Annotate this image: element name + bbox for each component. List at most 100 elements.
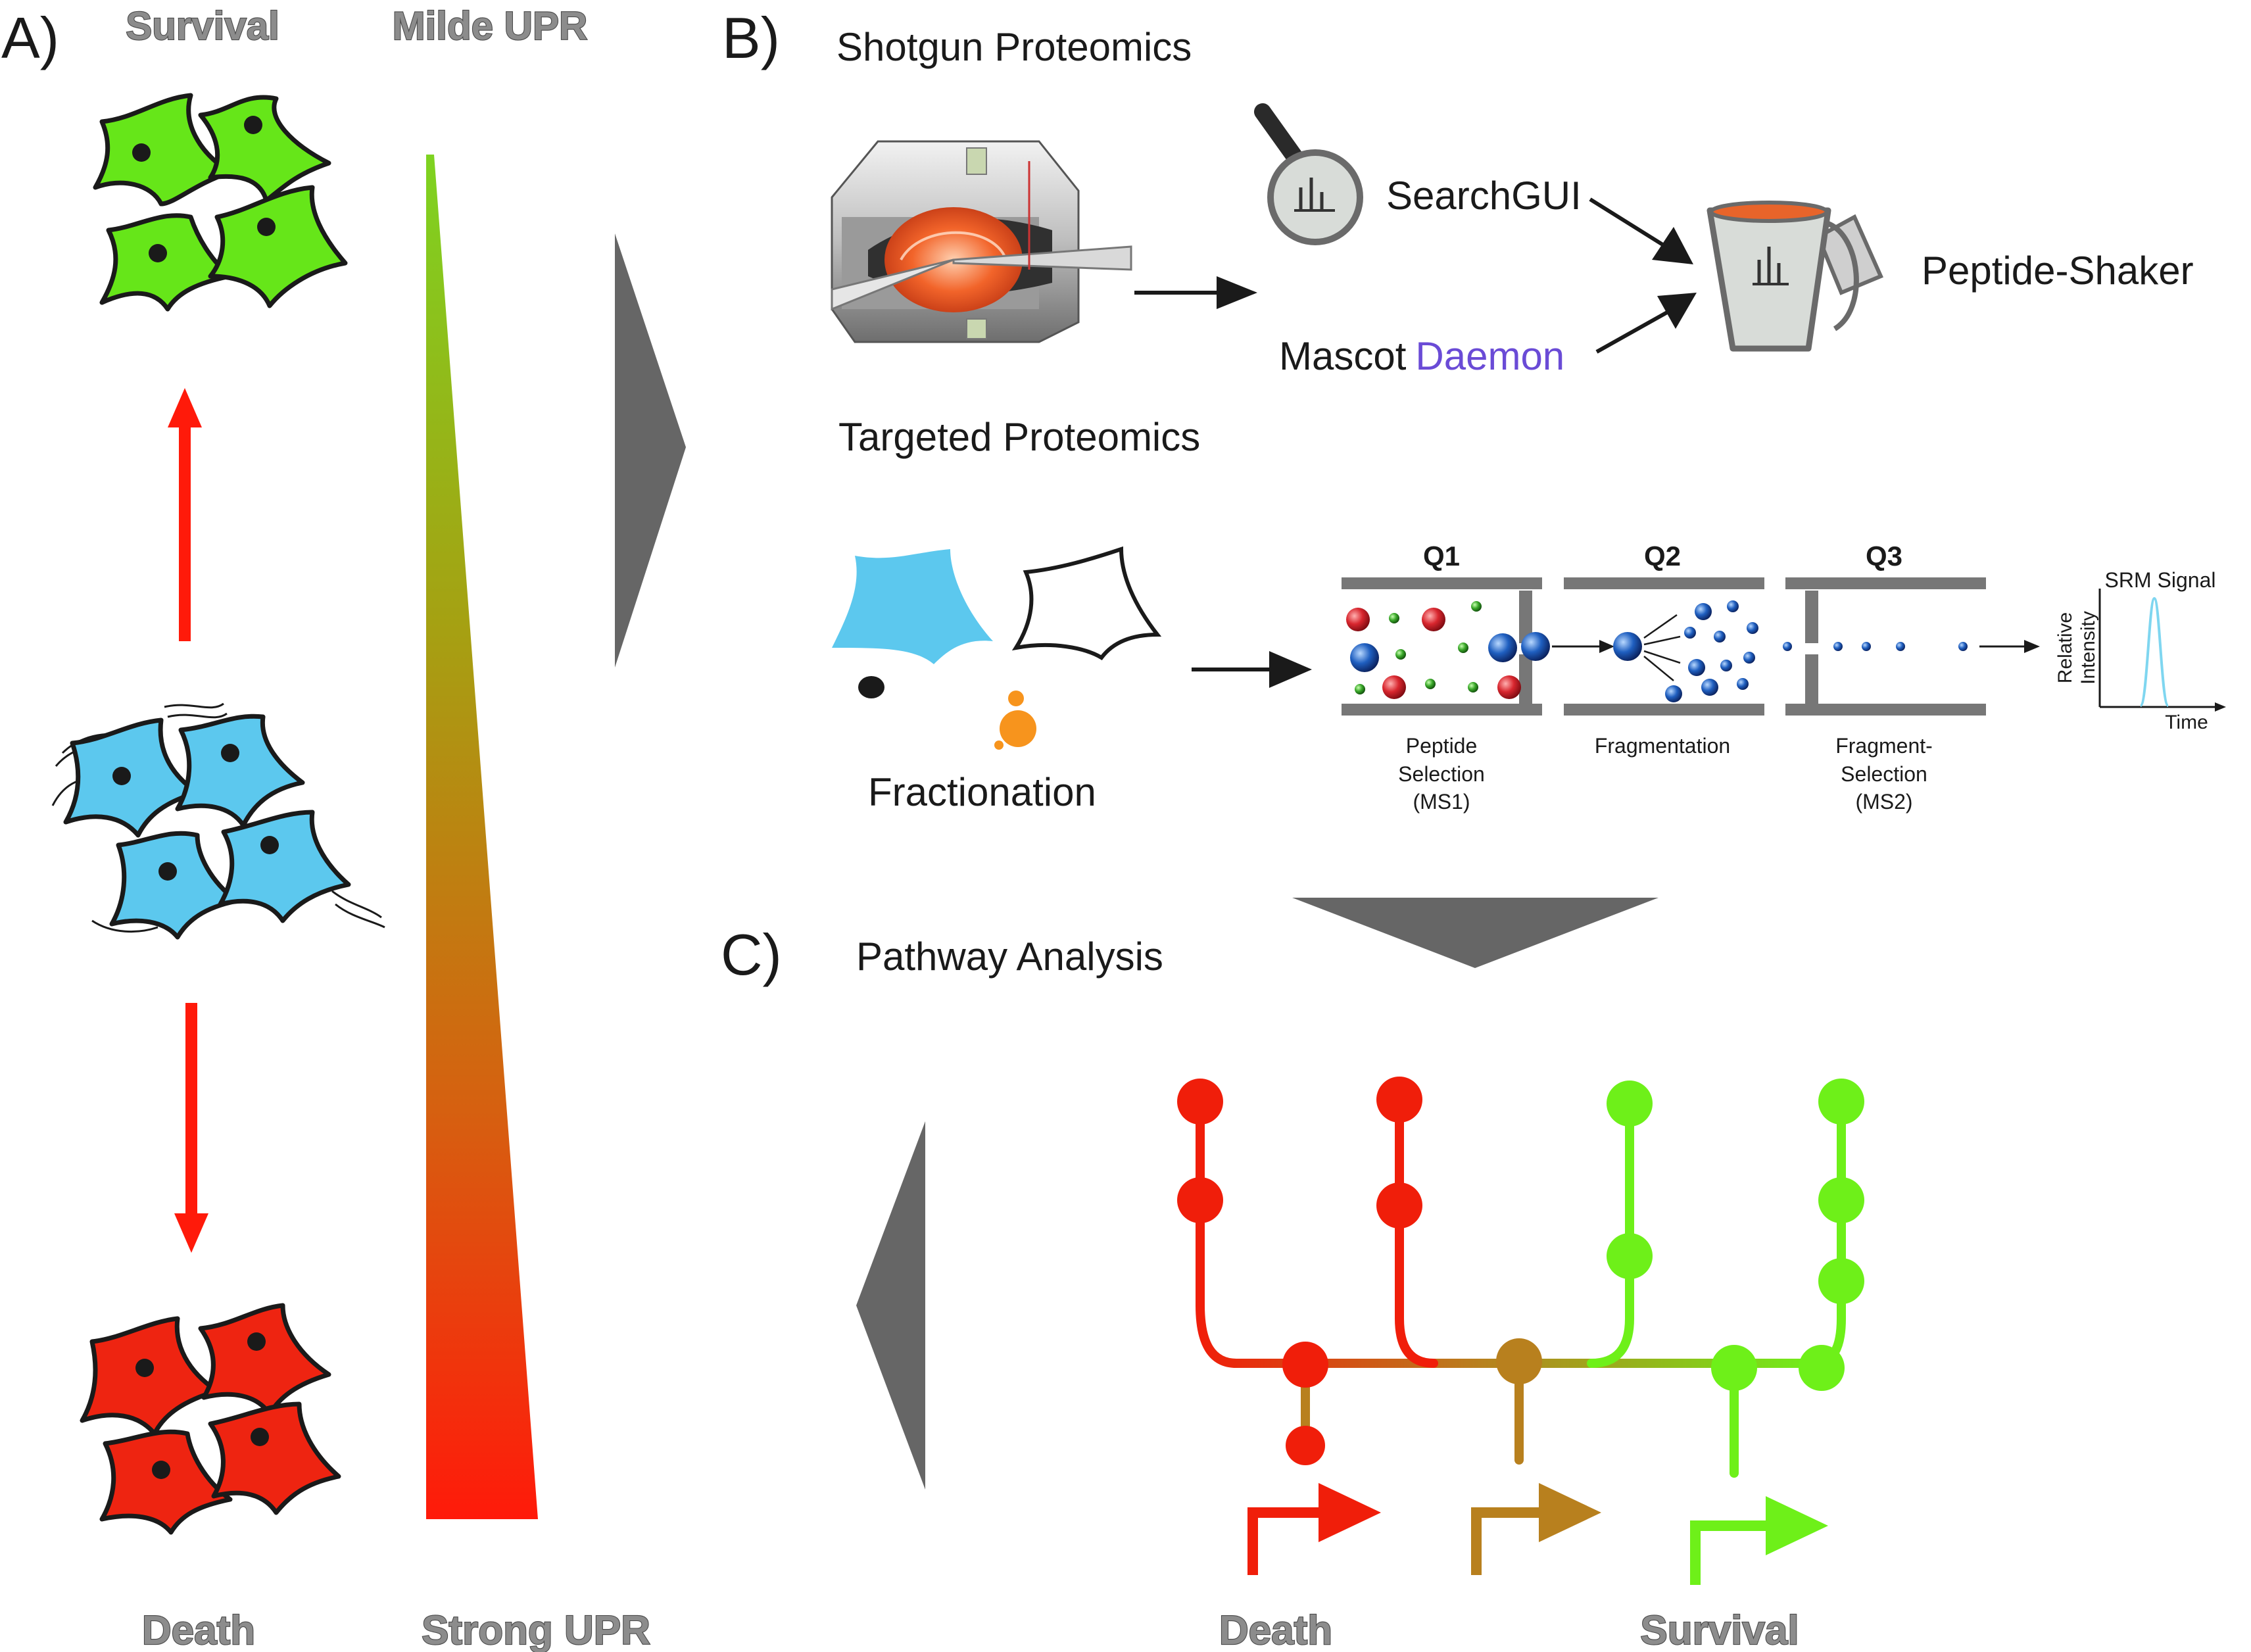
fraction-to-quad-arrow-head [1269,651,1312,688]
panel-b-label: B) [722,5,780,70]
ms-to-search-arrow-head [1217,276,1257,309]
triple-quadrupole: Q1 Peptide Selection (M [1342,541,2040,814]
peptide-shaker-icon [1706,201,1883,352]
strong-upr-label: Strong UPR [422,1608,650,1652]
death-cell [99,1429,233,1535]
gene-arrow-mid [1471,1483,1601,1575]
searchgui-label: SearchGUI [1386,174,1582,218]
peptide-shaker-label: Peptide-Shaker [1922,249,2194,293]
nucleus [221,744,239,762]
q2-label: Q2 [1644,541,1681,571]
quadrupole-q2: Q2 F [1564,541,1764,758]
panel-a: A) Survival Milde UPR [1,3,651,1652]
survival-top-label: Survival [126,4,279,48]
selected-precursor-ion [1521,632,1550,661]
death-node [1376,1182,1422,1228]
survival-node [1818,1258,1864,1304]
panel-b: B) Shotgun Proteomics SearchGUI [722,5,2226,814]
nucleus [135,1359,154,1377]
stressed-cell [218,810,351,923]
daemon-label: Daemon [1415,334,1564,378]
q3-caption-line2: Selection [1841,762,1927,786]
pathway-death-label: Death [1219,1608,1332,1652]
gray-arrow-down [1292,898,1658,968]
up-arrow [168,388,202,641]
survival-cell [99,213,233,312]
death-cell [198,1303,331,1417]
stressed-cell-cluster [51,702,385,940]
fractionation-illustration [832,546,1162,750]
pathway-network [1196,1097,1846,1478]
nucleus [260,836,279,854]
death-node [1177,1177,1223,1223]
death-cell [208,1401,341,1515]
milde-upr-label: Milde UPR [393,4,588,48]
death-node [1177,1079,1223,1125]
targeted-proteomics-title: Targeted Proteomics [838,415,1200,459]
nucleus [112,767,131,785]
panel-c: C) Pathway Analysis [721,922,1864,1652]
nucleus [244,116,262,134]
upr-gradient-wedge [426,155,538,1519]
q3-caption-line3: (MS2) [1855,790,1912,814]
gray-arrow-right [615,233,686,668]
shotgun-proteomics-title: Shotgun Proteomics [836,25,1192,69]
arrows-to-peptide-shaker [1589,197,1697,354]
nucleus [158,862,177,881]
nucleus [152,1461,170,1479]
survival-cell [93,93,233,206]
nucleus [149,244,167,262]
death-node [1282,1342,1328,1388]
death-node [1376,1077,1422,1123]
death-cell [80,1316,220,1436]
survival-node [1607,1233,1653,1279]
srm-signal-plot: SRM Signal Relative Intensity Time [2054,568,2226,733]
stressed-cell [175,714,305,828]
intensity-label: Intensity [2077,611,2099,685]
mid-node [1496,1338,1542,1384]
pathway-analysis-title: Pathway Analysis [856,935,1163,979]
q3-caption-line1: Fragment- [1835,734,1933,758]
pathway-survival-label: Survival [1640,1608,1799,1652]
q1-label: Q1 [1423,541,1460,571]
pathway-nodes [1177,1077,1864,1465]
searchgui-icon [1254,103,1363,245]
nucleus [257,218,276,236]
panel-a-label: A) [1,5,59,70]
mass-spectrometer-image [831,140,1132,343]
panel-c-label: C) [721,922,782,987]
nucleus [251,1428,269,1446]
quadrupole-q1: Q1 Peptide Selection (M [1342,541,1542,814]
srm-signal-label: SRM Signal [2105,568,2216,592]
survival-cell [208,185,348,308]
survival-node [1818,1177,1864,1223]
stressed-cell [63,717,200,838]
stressed-cell [109,831,239,940]
down-arrow [174,1003,208,1253]
mascot-label: Mascot [1279,334,1407,378]
death-cell-cluster [80,1303,341,1535]
death-node [1286,1426,1325,1465]
death-bottom-label: Death [142,1608,255,1652]
gene-arrow-death [1247,1483,1381,1575]
q1-caption-line1: Peptide [1406,734,1478,758]
relative-label: Relative [2054,612,2076,683]
gene-arrow-survival [1690,1496,1828,1585]
q3-label: Q3 [1866,541,1902,571]
survival-cell-cluster [93,93,348,312]
survival-node [1607,1081,1653,1127]
nucleus [247,1332,266,1351]
survival-node [1818,1079,1864,1125]
nucleus [132,143,151,162]
survival-node [1711,1345,1757,1391]
survival-node [1799,1345,1845,1391]
gray-arrow-left [856,1121,925,1490]
q1-caption-line3: (MS1) [1413,790,1470,814]
q1-caption-line2: Selection [1398,762,1485,786]
time-label: Time [2165,712,2208,733]
fractionation-label: Fractionation [868,770,1096,814]
q2-caption-line1: Fragmentation [1595,734,1730,758]
survival-cell [198,95,331,203]
